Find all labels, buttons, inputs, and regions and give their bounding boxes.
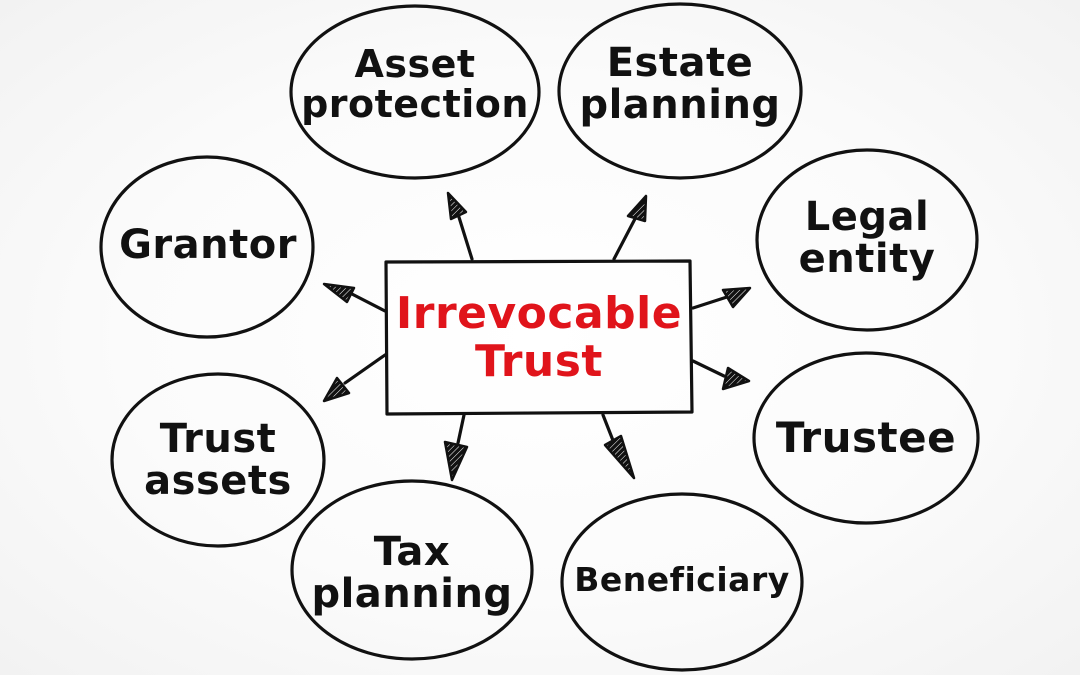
node-grantor-bubble [99, 155, 315, 339]
node-tax-planning-bubble [290, 479, 534, 661]
node-legal-entity-label: Legal entity [798, 194, 936, 282]
node-estate-planning-bubble [557, 2, 803, 180]
arrow-line-trustee [691, 359, 726, 378]
arrow-line-legal-entity [691, 295, 729, 310]
node-estate-planning-label: Estate planning [579, 40, 781, 128]
arrowhead-legal-entity-icon [721, 286, 752, 309]
arrowhead-beneficiary-icon [603, 434, 636, 480]
node-beneficiary-label: Beneficiary [574, 559, 790, 599]
node-asset-protection-label: Asset protection [301, 42, 529, 126]
arrowhead-asset-protection-icon [446, 191, 468, 221]
arrow-line-estate-planning [612, 213, 639, 261]
arrow-line-asset-protection [456, 212, 474, 261]
node-legal-entity-bubble [755, 148, 979, 332]
node-asset-protection-bubble [289, 4, 541, 180]
arrow-line-tax-planning [456, 413, 466, 445]
center-topic-label: Irrevocable Trust [395, 288, 683, 387]
node-beneficiary-bubble [560, 492, 804, 672]
arrow-line-trust-assets [343, 353, 387, 385]
node-trustee-bubble [752, 351, 980, 525]
node-trust-assets-label: Trust assets [144, 416, 292, 504]
center-box [384, 259, 694, 416]
node-trustee-label: Trustee [775, 412, 957, 462]
node-trust-assets-bubble [110, 372, 326, 548]
arrow-line-beneficiary [601, 413, 616, 445]
arrow-line-grantor [348, 291, 387, 313]
node-grantor-label: Grantor [119, 222, 297, 268]
arrowhead-trust-assets-icon [322, 376, 351, 403]
arrowhead-tax-planning-icon [443, 440, 469, 482]
arrowhead-estate-planning-icon [626, 194, 648, 223]
node-tax-planning-label: Tax planning [311, 529, 513, 617]
arrowhead-trustee-icon [721, 366, 751, 391]
arrowhead-grantor-icon [322, 282, 356, 304]
